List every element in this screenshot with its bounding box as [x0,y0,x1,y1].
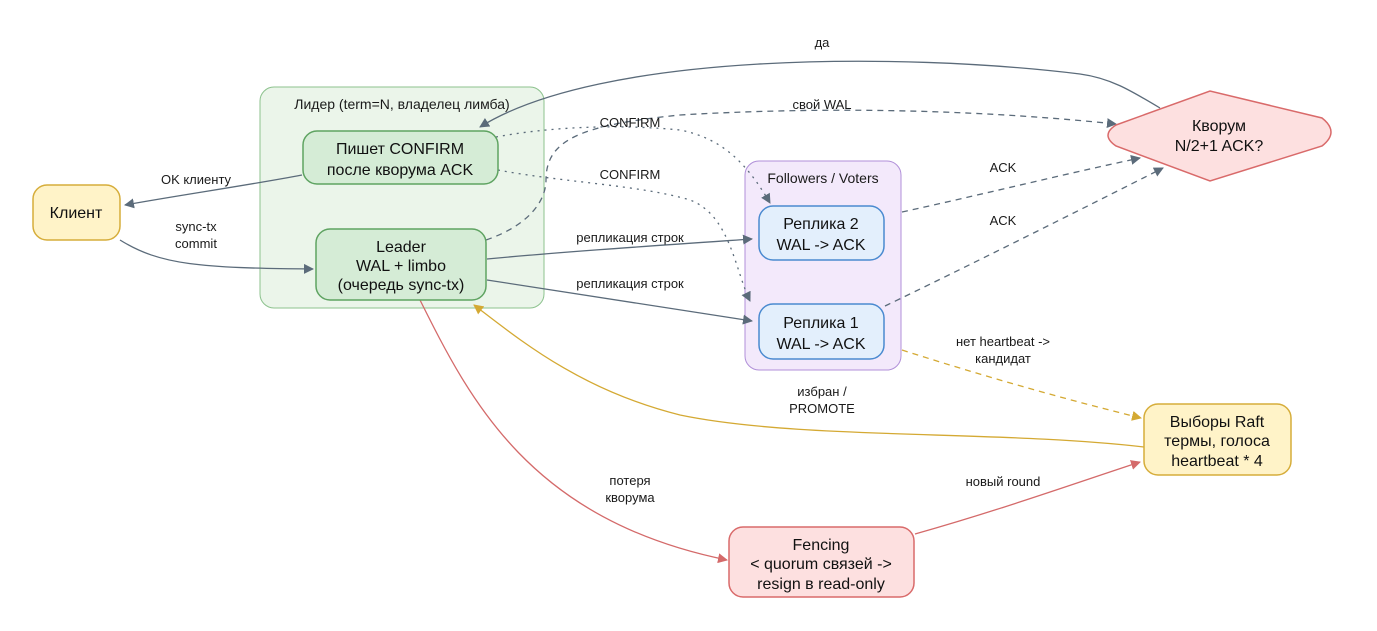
fencing-line1: Fencing [793,537,850,554]
node-confirm: Пишет CONFIRM после кворума ACK [302,130,499,185]
label-repl-bottom: репликация строк [576,276,684,291]
label-new-round: новый round [966,474,1041,489]
replica1-line1: Реплика 1 [783,315,859,332]
label-lost: потеря [609,473,650,488]
label-ok-client: OK клиенту [161,172,232,187]
edges: да свой WAL CONFIRM CONFIRM OK клиенту s… [119,35,1164,564]
label-confirm-top: CONFIRM [600,115,661,130]
edge-quorum-yes [479,60,1161,128]
replica2-line1: Реплика 2 [783,216,859,233]
election-line2: термы, голоса [1164,433,1270,450]
node-election: Выборы Raft термы, голоса heartbeat * 4 [1143,403,1292,476]
client-label: Клиент [50,205,103,222]
label-repl-top: репликация строк [576,230,684,245]
label-own-wal: свой WAL [792,97,851,112]
edge-repl-replica1 [486,279,753,325]
fencing-line3: resign в read-only [757,576,885,593]
replica1-line2: WAL -> ACK [776,336,865,353]
edge-ok-client [124,174,303,209]
label-ack-top: ACK [990,160,1017,175]
label-ack-bottom: ACK [990,213,1017,228]
fencing-line2: < quorum связей -> [750,556,892,573]
label-promote: PROMOTE [789,401,855,416]
edge-no-heartbeat [901,349,1142,421]
edge-confirm-replica2 [495,126,771,204]
quorum-line2: N/2+1 ACK? [1175,138,1264,155]
edge-client-leader [119,239,314,274]
confirm-line2: после кворума ACK [327,162,474,179]
leader-line2: WAL + limbo [356,258,446,275]
election-line3: heartbeat * 4 [1171,453,1263,470]
node-replica1: Реплика 1 WAL -> ACK [758,303,885,360]
leader-cluster-title: Лидер (term=N, владелец лимба) [294,96,509,112]
leader-line3: (очередь sync-tx) [338,277,465,294]
edge-repl-replica2 [486,234,753,260]
edge-new-round [914,460,1141,535]
node-client: Клиент [32,184,121,241]
edge-elected [473,304,1145,448]
quorum-line1: Кворум [1192,118,1246,135]
election-line1: Выборы Raft [1170,414,1265,431]
label-no-heartbeat: нет heartbeat -> [956,334,1050,349]
node-fencing: Fencing < quorum связей -> resign в read… [728,526,915,598]
edge-confirm-replica1 [497,169,751,302]
label-elected: избран / [797,384,847,399]
node-quorum: Кворум N/2+1 ACK? [1107,90,1332,182]
label-sync-tx: sync-tx [175,219,217,234]
edge-own-wal [485,109,1117,241]
followers-cluster-title: Followers / Voters [767,170,878,186]
label-commit: commit [175,236,217,251]
edge-ack-replica2 [901,154,1141,213]
label-yes: да [815,35,831,50]
leader-line1: Leader [376,239,426,256]
confirm-line1: Пишет CONFIRM [336,141,464,158]
label-candidate: кандидат [975,351,1031,366]
edge-lost-quorum [419,299,728,564]
label-confirm-bottom: CONFIRM [600,167,661,182]
node-leader: Leader WAL + limbo (очередь sync-tx) [315,228,487,301]
replica2-line2: WAL -> ACK [776,237,865,254]
edge-ack-replica1 [884,167,1164,307]
label-quorum: кворума [605,490,655,505]
node-replica2: Реплика 2 WAL -> ACK [758,205,885,261]
